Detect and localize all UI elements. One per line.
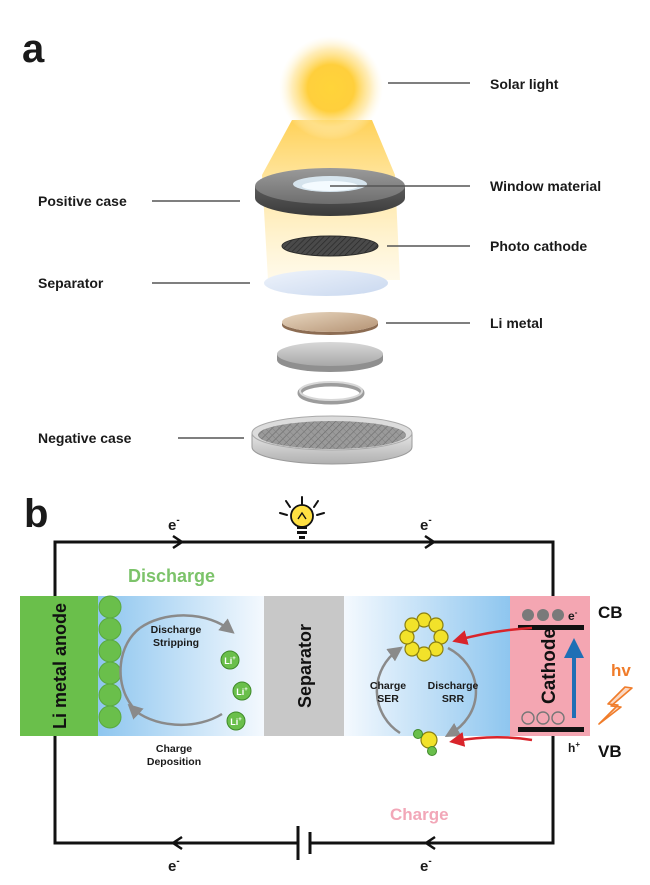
ser-arrow <box>375 646 403 735</box>
separator-block <box>264 596 344 736</box>
external-circuit-bottom <box>53 735 555 845</box>
svg-text:Li+: Li+ <box>236 687 248 697</box>
hv-label: hv <box>611 661 631 680</box>
lithium-sulfide <box>413 729 438 756</box>
stripping-text: Stripping <box>153 637 199 649</box>
srr-arrow <box>444 646 478 737</box>
discharge-label: Discharge <box>128 566 215 586</box>
deposition-text: Charge <box>156 743 192 755</box>
ser-text: SER <box>377 693 399 705</box>
anode-spheres <box>98 595 122 729</box>
stripping-arrow <box>139 614 235 634</box>
label-li-metal: Li metal <box>490 315 543 331</box>
positive-case-part <box>255 168 405 216</box>
chevron-right-icon <box>172 534 185 550</box>
chevron-right-icon <box>424 534 437 550</box>
spacer-disc-part <box>277 342 383 372</box>
electron-label: e- <box>168 856 180 875</box>
hole-transfer-arrow <box>449 732 533 747</box>
cb-electron-label: e- <box>568 608 578 623</box>
chevron-left-icon <box>423 835 436 851</box>
cb-electrons <box>522 609 564 621</box>
charge-label: Charge <box>390 805 449 824</box>
ser-text: Charge <box>370 680 406 692</box>
srr-text: SRR <box>442 693 465 705</box>
cb-bar <box>518 625 584 630</box>
electron-transfer-arrow <box>452 626 533 645</box>
separator-label-b: Separator <box>295 624 315 708</box>
deposition-arrow <box>127 703 223 727</box>
srr-text: Discharge <box>428 680 479 692</box>
anode-block <box>20 596 98 736</box>
vb-bar <box>518 727 584 732</box>
panel-a-letter: a <box>22 27 45 71</box>
sun-icon <box>279 36 383 140</box>
vb-label: VB <box>598 742 622 761</box>
li-ion: Li+ <box>220 650 240 670</box>
deposition-text: Deposition <box>147 756 201 768</box>
separator-part <box>264 270 388 296</box>
svg-text:Li+: Li+ <box>224 656 236 666</box>
negative-case-part <box>251 415 413 465</box>
electron-label: e- <box>420 515 432 534</box>
left-cycle-side <box>119 626 141 707</box>
li-ion: Li+ <box>226 711 246 731</box>
lightning-icon <box>598 686 633 725</box>
panel-b-letter: b <box>24 492 48 536</box>
anode-label: Li metal anode <box>50 603 70 729</box>
electron-label: e- <box>168 515 180 534</box>
vb-hole-label: h+ <box>568 740 580 755</box>
li-metal-part <box>282 312 378 335</box>
light-bulb-icon <box>279 496 325 539</box>
label-separator-a: Separator <box>38 275 104 291</box>
external-circuit-top <box>53 540 555 596</box>
cathode-label: Cathode <box>539 628 560 704</box>
spring-part <box>297 381 365 405</box>
chevron-left-icon <box>170 835 183 851</box>
label-photo-cathode: Photo cathode <box>490 238 587 254</box>
photo-cathode-part <box>281 235 379 257</box>
li-ion: Li+ <box>232 681 252 701</box>
svg-text:Li+: Li+ <box>230 717 242 727</box>
label-positive-case: Positive case <box>38 193 127 209</box>
sulfur-ring <box>399 612 449 662</box>
vb-holes <box>521 711 565 725</box>
electron-label: e- <box>420 856 432 875</box>
cathode-block <box>510 596 590 736</box>
label-window-material: Window material <box>490 178 601 194</box>
cb-label: CB <box>598 603 623 622</box>
stripping-text: Discharge <box>151 624 202 636</box>
label-solar-light: Solar light <box>490 76 559 92</box>
label-negative-case: Negative case <box>38 430 132 446</box>
